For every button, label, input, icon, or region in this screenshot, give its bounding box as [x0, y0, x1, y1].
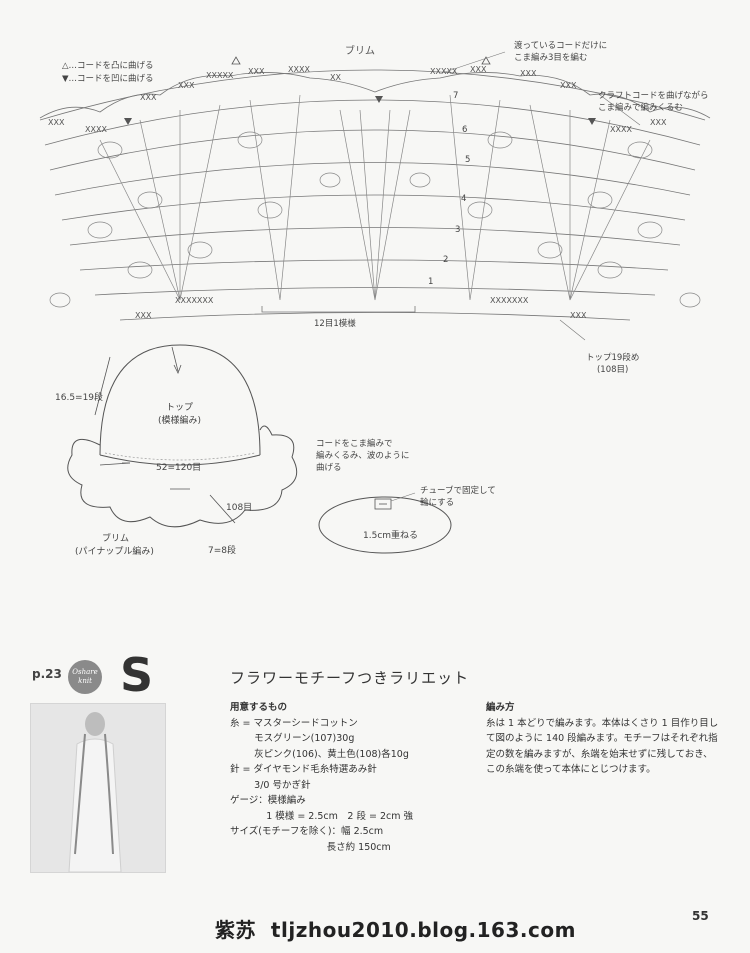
svg-text:XXX: XXX	[248, 67, 265, 76]
hat-cord-note: コードをこま編みで 編みくるみ、波のように 曲げる	[316, 439, 410, 473]
row-number: 2	[443, 255, 449, 265]
hat-brim-sub: (パイナップル編み)	[75, 547, 154, 557]
svg-text:XXXX: XXXX	[610, 125, 632, 134]
svg-text:XXX: XXX	[140, 93, 157, 102]
pattern-repeat-label: 12目1模様	[314, 319, 356, 329]
top-round-label: トップ19段め (108目)	[586, 353, 640, 375]
row-number: 7	[453, 91, 459, 101]
legend-convex: △…コードを凸に曲げる	[62, 61, 154, 71]
svg-text:XXX: XXX	[470, 65, 487, 74]
materials-line: ゲージ：模様編み	[230, 795, 306, 806]
hat-height-label: 16.5=19段	[55, 393, 104, 403]
svg-text:XXX: XXX	[135, 311, 152, 320]
svg-text:XXXXX: XXXXX	[430, 67, 458, 76]
instructions-text: 糸は 1 本どりで編みます。本体はくさり 1 目作り目して図のように 140 段…	[486, 717, 719, 776]
materials-line: 長さ約 150cm	[230, 841, 391, 853]
materials-line: 針 = ダイヤモンド毛糸特選あみ針	[230, 764, 377, 775]
legend-concave: ▼…コードを凹に曲げる	[62, 74, 154, 84]
materials-line: 1 模様 = 2.5cm 2 段 = 2cm 強	[230, 810, 413, 822]
page-number: 55	[692, 909, 709, 923]
svg-text:XXX: XXX	[48, 118, 65, 127]
hat-top-sub: (模様編み)	[158, 416, 202, 426]
svg-text:XXX: XXX	[178, 81, 195, 90]
row-number: 3	[455, 225, 461, 235]
svg-text:XX: XX	[330, 73, 341, 82]
model-photo	[30, 703, 166, 873]
svg-text:XXXXXXX: XXXXXXX	[175, 296, 214, 305]
materials-line: モスグリーン(107)30g	[230, 733, 355, 744]
materials-section: 用意するもの 糸 = マスターシードコットン モスグリーン(107)30g 灰ピ…	[230, 700, 460, 855]
row-number: 1	[428, 277, 434, 287]
materials-line: 3/0 号かぎ針	[230, 779, 311, 791]
svg-text:XXXXX: XXXXX	[206, 71, 234, 80]
hat-stitches-label: 108目	[226, 503, 253, 513]
cord-ring	[318, 492, 452, 554]
overlap-label: 1.5cm重ねる	[363, 531, 419, 541]
hat-schematic	[67, 344, 298, 528]
item-letter: S	[120, 648, 154, 702]
note-cross-cord: 渡っているコードだけに こま編み3目を編む	[514, 41, 608, 63]
materials-line: 糸 = マスターシードコットン	[230, 717, 358, 729]
instructions-section: 編み方 糸は 1 本どりで編みます。本体はくさり 1 目作り目して図のように 1…	[486, 700, 722, 778]
materials-heading: 用意するもの	[230, 702, 288, 713]
page-reference: p.23	[32, 667, 62, 681]
svg-text:XXX: XXX	[520, 69, 537, 78]
svg-text:XXX: XXX	[560, 81, 577, 90]
badge-text: Oshare knit	[72, 668, 98, 685]
materials-line: サイズ(モチーフを除く)：幅 2.5cm	[230, 826, 384, 837]
svg-text:XXX: XXX	[650, 118, 667, 127]
instructions-heading: 編み方	[486, 702, 515, 713]
svg-text:XXXX: XXXX	[288, 65, 310, 74]
hat-top-label: トップ	[166, 403, 194, 413]
row-number: 5	[465, 155, 471, 165]
watermark: 紫苏 tljzhou2010.blog.163.com	[215, 918, 576, 942]
oshare-knit-badge: Oshare knit	[68, 660, 102, 694]
svg-text:XXXX: XXXX	[85, 125, 107, 134]
hat-brim-depth: 7=8段	[208, 546, 236, 556]
row-number: 6	[462, 125, 468, 135]
materials-line: 灰ピンク(106)、黄土色(108)各10g	[230, 748, 409, 760]
svg-text:XXXXXXX: XXXXXXX	[490, 296, 529, 305]
item-title: フラワーモチーフつきラリエット	[230, 669, 470, 687]
svg-text:XXX: XXX	[570, 311, 587, 320]
hat-circumference-label: 52=120目	[156, 463, 202, 473]
hat-brim-label: ブリム	[102, 534, 130, 544]
note-craft-cord: クラフトコードを曲げながら こま編みで編みくるむ	[598, 91, 709, 113]
tube-note: チューブで固定して 輪にする	[420, 486, 496, 508]
brim-chart-title: ブリム	[345, 46, 375, 57]
row-number: 4	[461, 194, 467, 204]
